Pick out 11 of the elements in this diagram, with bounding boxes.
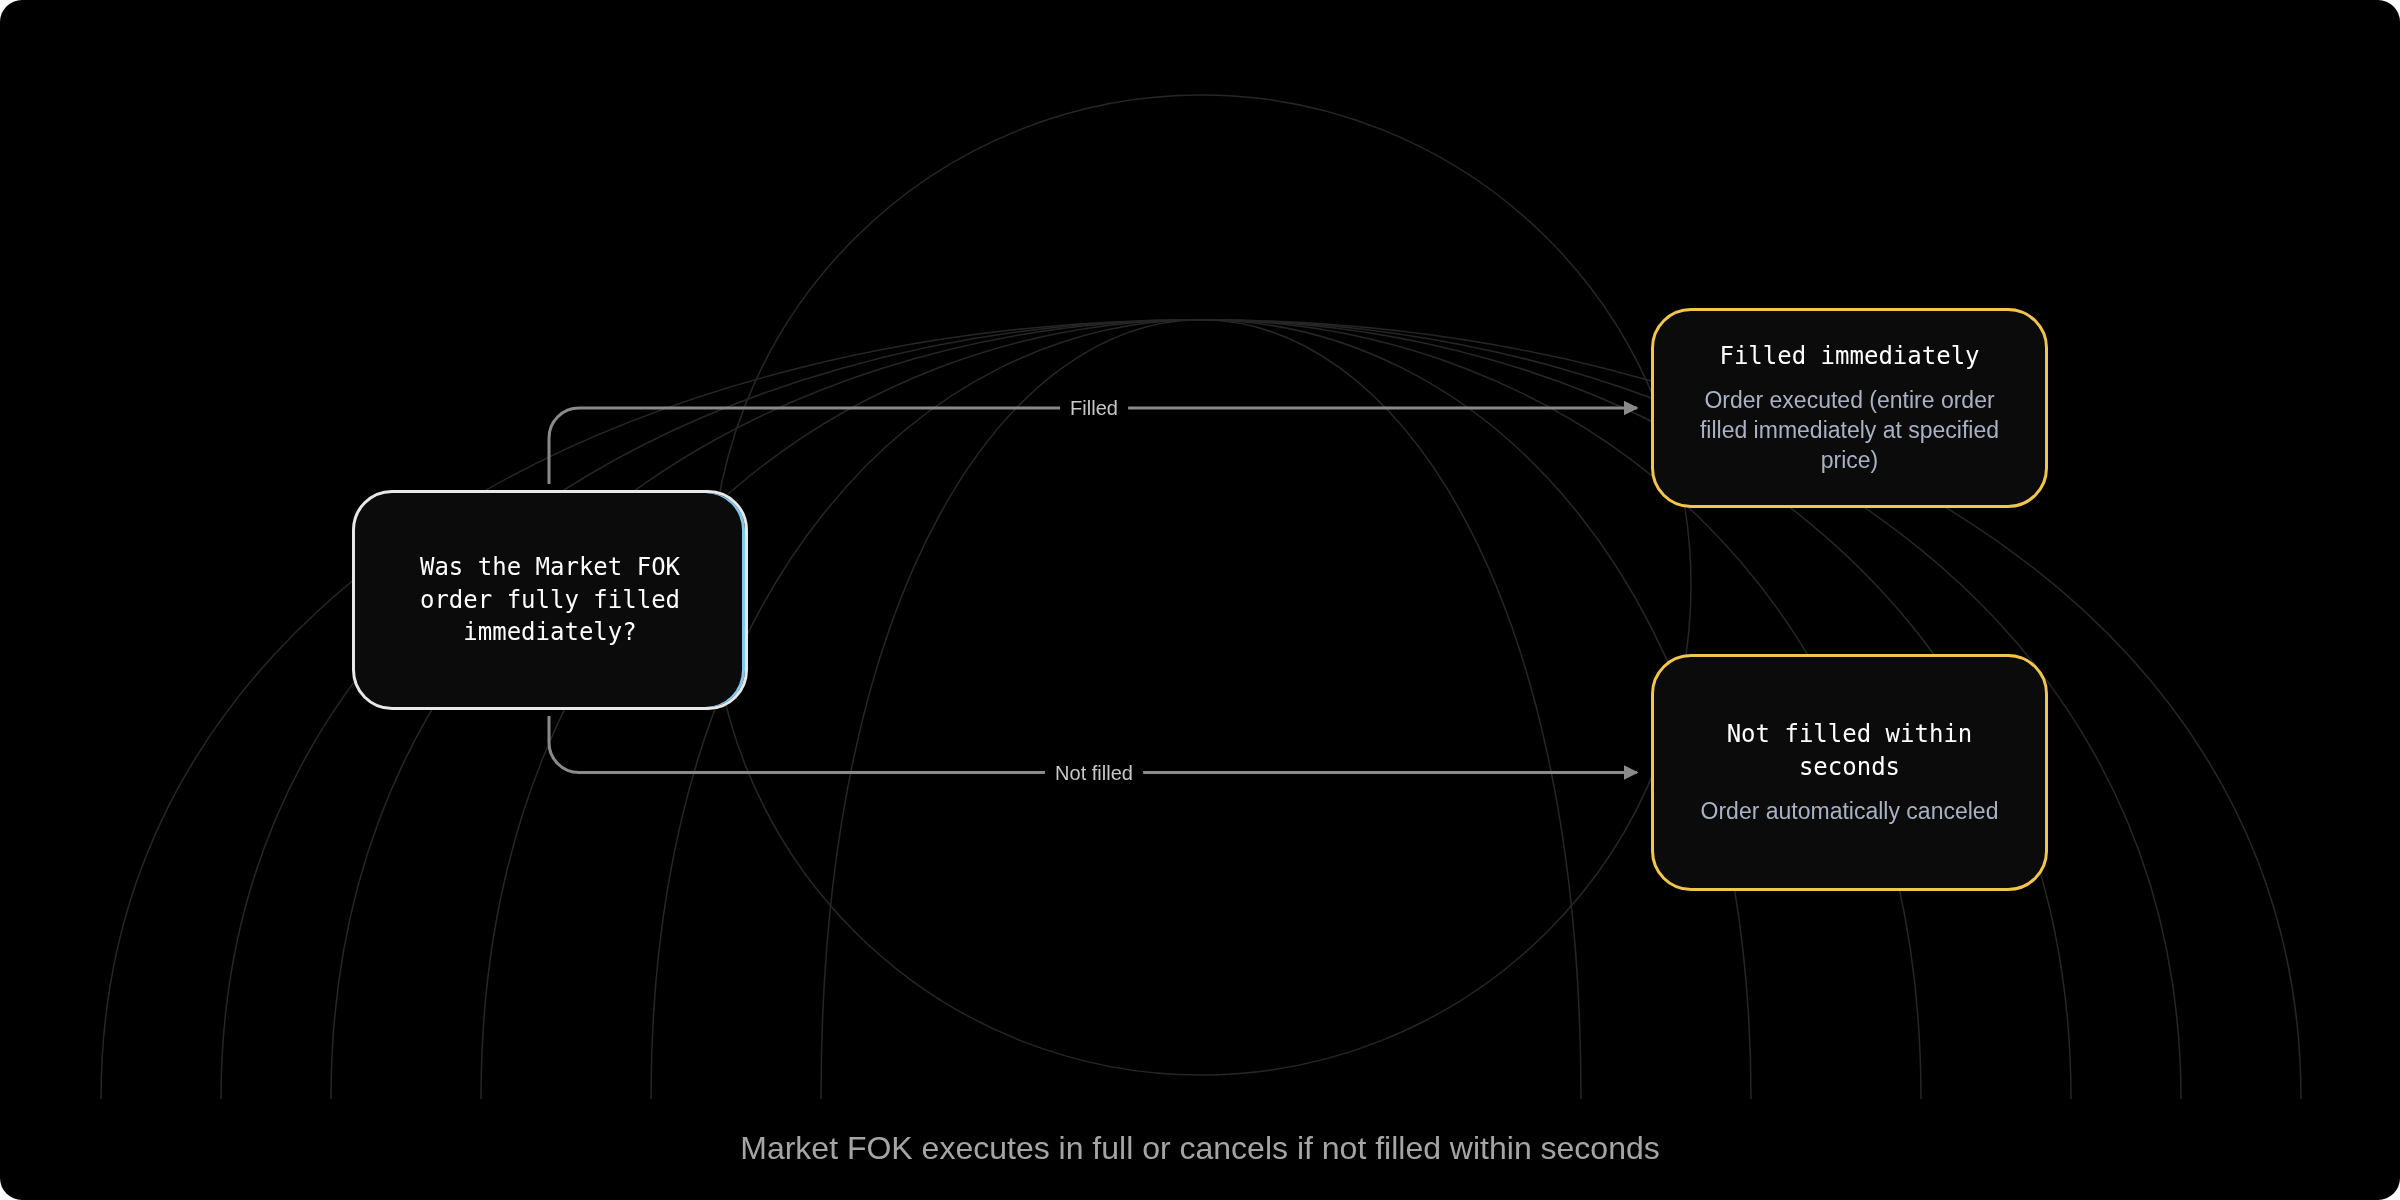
outcome-box: [1651, 308, 2048, 508]
decision-box: [352, 490, 748, 710]
node-description: Order executed (entire order filled immediately at specified price): [1698, 386, 2001, 476]
caption: Market FOK executes in full or cancels if not filled within seconds: [739, 1130, 1661, 1167]
node-title: Filled immediately: [1719, 340, 1980, 372]
node-title: Was the Market FOK order fully filled immediately?: [418, 552, 682, 649]
outcome-box: [1651, 654, 2048, 891]
node-description: Order automatically canceled: [1700, 796, 1999, 826]
node-title: Not filled within seconds: [1725, 719, 1974, 783]
arrow: [547, 400, 1639, 484]
arrow: [547, 716, 1639, 780]
